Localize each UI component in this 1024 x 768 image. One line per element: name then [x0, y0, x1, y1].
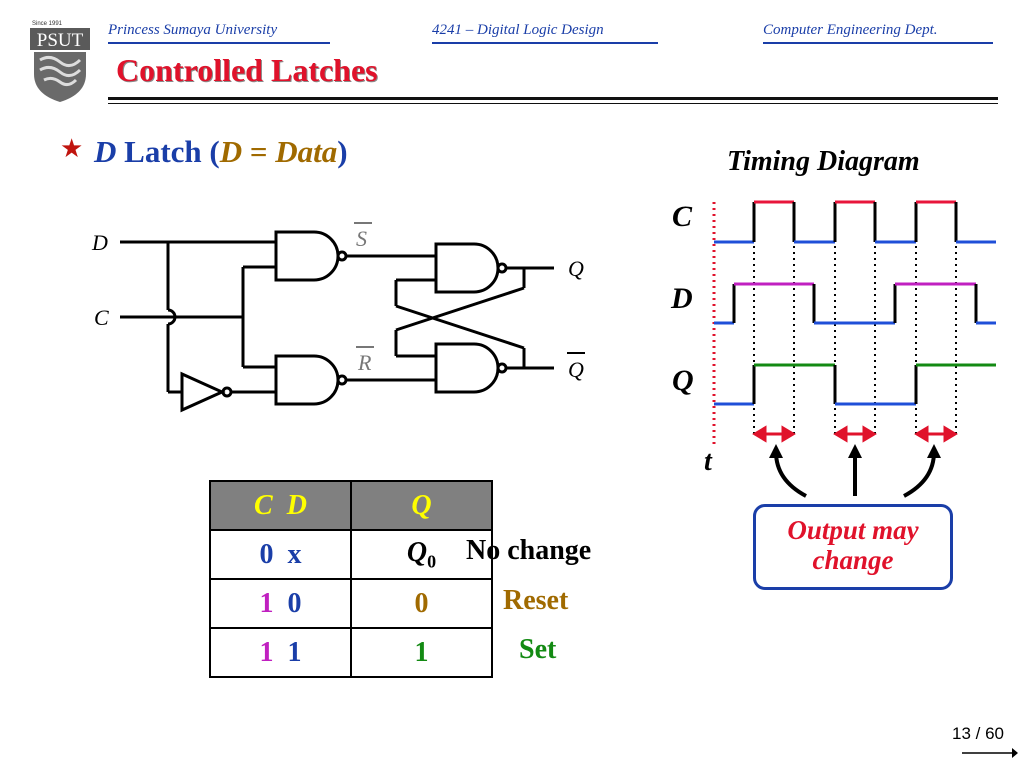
callout-arrows	[774, 451, 936, 498]
slide-title: Controlled Latches	[116, 52, 378, 88]
heading-latch: Latch (	[116, 134, 220, 169]
heading-d2: D	[219, 134, 243, 169]
header-underline	[108, 42, 330, 44]
cell-q: 0	[350, 578, 493, 629]
callout-line-2: change	[812, 545, 894, 575]
desc-set: Set	[519, 634, 557, 665]
s-bar-label: S	[356, 226, 367, 251]
waveform-d	[714, 282, 996, 325]
header-university: Princess Sumaya University	[108, 22, 278, 38]
waveform-c	[714, 200, 996, 244]
cell-inputs: 1 1	[209, 627, 352, 678]
psut-logo: Since 1991 PSUT	[30, 16, 90, 102]
logo-since: Since 1991	[32, 21, 63, 27]
cell-c: 1	[259, 587, 274, 619]
cell-c: 0	[259, 538, 274, 570]
output-may-change-callout: Output may change	[753, 504, 953, 590]
header-department: Computer Engineering Dept.	[763, 22, 938, 38]
signal-c-label: C	[672, 200, 693, 233]
callout-arrowheads	[769, 444, 941, 458]
window-arrows	[752, 425, 958, 443]
output-qbar-label: Q	[568, 357, 584, 382]
header-underline	[763, 42, 993, 44]
title-rule-thin	[108, 103, 998, 104]
desc-reset: Reset	[503, 585, 569, 616]
waveform-q	[714, 363, 996, 406]
header-cd: C D	[209, 480, 352, 531]
table-row: 1 1 1	[209, 627, 493, 678]
page-number: 13 / 60	[952, 724, 1004, 743]
callout-line-1: Output may	[787, 515, 919, 545]
input-c-label: C	[94, 305, 109, 330]
q0-sub: 0	[427, 551, 437, 572]
logo-text: PSUT	[37, 30, 84, 51]
header-underline	[432, 42, 658, 44]
cell-c: 1	[259, 636, 274, 668]
heading-eq: =	[242, 134, 276, 169]
table-row: 1 0 0	[209, 578, 493, 629]
cell-q: Q0	[350, 529, 493, 580]
title-rule	[108, 97, 998, 100]
header-course: 4241 – Digital Logic Design	[432, 22, 604, 38]
heading-d: D	[94, 134, 117, 169]
timing-diagram-title: Timing Diagram	[727, 146, 920, 177]
desc-no-change: No change	[466, 535, 592, 566]
next-slide-arrow-icon[interactable]	[962, 746, 1018, 760]
cell-inputs: 0 x	[209, 529, 352, 580]
heading-data: Data	[275, 134, 338, 169]
truth-table: C D Q 0 x Q0 1 0 0 1 1 1	[209, 480, 493, 678]
q0-main: Q	[406, 536, 428, 568]
table-header-row: C D Q	[209, 480, 493, 531]
table-row: 0 x Q0	[209, 529, 493, 580]
cell-d: 1	[287, 636, 302, 668]
edge-guides	[753, 240, 957, 436]
heading-close: )	[337, 134, 348, 169]
output-q-label: Q	[568, 256, 584, 281]
signal-q-label: Q	[672, 364, 694, 397]
cell-q: 1	[350, 627, 493, 678]
section-heading: D Latch (D = Data)	[94, 134, 348, 170]
r-bar-label: R	[357, 350, 372, 375]
star-icon: ★	[60, 134, 84, 163]
cell-d: 0	[287, 587, 302, 619]
cell-d: x	[287, 538, 302, 570]
time-axis-label: t	[704, 446, 712, 477]
signal-d-label: D	[671, 282, 693, 315]
cell-inputs: 1 0	[209, 578, 352, 629]
header-q: Q	[350, 480, 493, 531]
input-d-label: D	[91, 230, 108, 255]
